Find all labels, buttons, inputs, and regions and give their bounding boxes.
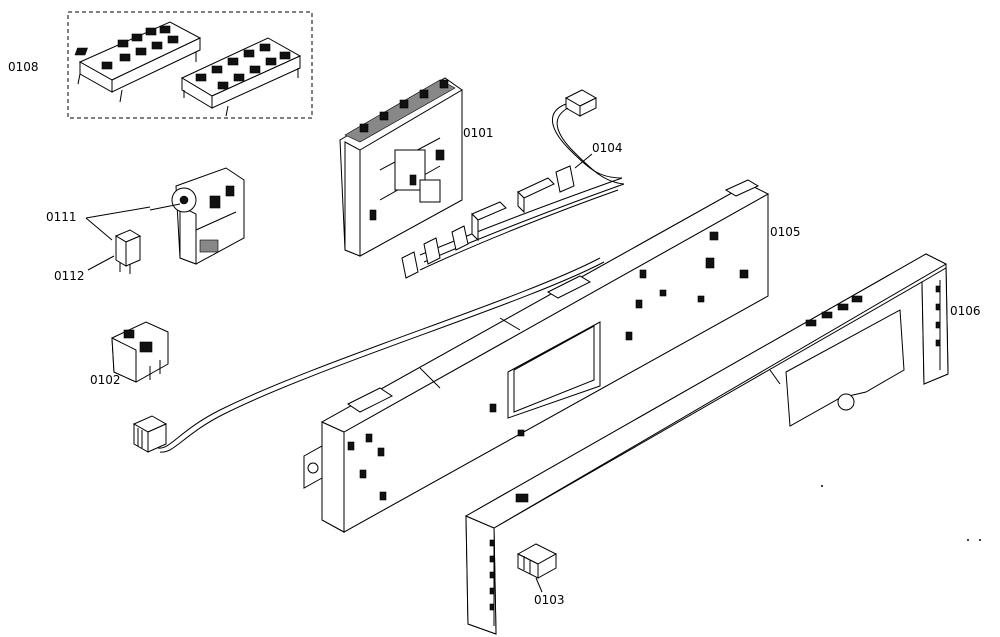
label-0101: 0101 [463,126,494,140]
part-0106-fascia [464,253,949,635]
part-0104-wiring-harness [132,89,625,453]
label-0106: 0106 [950,304,981,318]
label-0104: 0104 [592,141,623,155]
leader-0104 [574,153,593,169]
label-0108: 0108 [8,60,39,74]
part-0102-latch [111,321,169,383]
label-0111: 0111 [46,210,77,224]
label-0105: 0105 [770,225,801,239]
leader-0111b [85,217,113,241]
part-0112-relay [114,229,142,274]
leader-0111a [85,206,151,219]
leader-0112 [87,255,115,271]
part-0101-control-module [339,77,463,257]
leader-0103 [535,577,543,593]
label-0102: 0102 [90,373,121,387]
part-0111-door-switch [149,167,245,265]
part-0103-block [516,543,558,579]
part-0105-control-panel-frame [303,179,770,533]
label-0112: 0112 [54,269,85,283]
label-0103: 0103 [534,593,565,607]
part-0108-keypads [67,11,313,119]
